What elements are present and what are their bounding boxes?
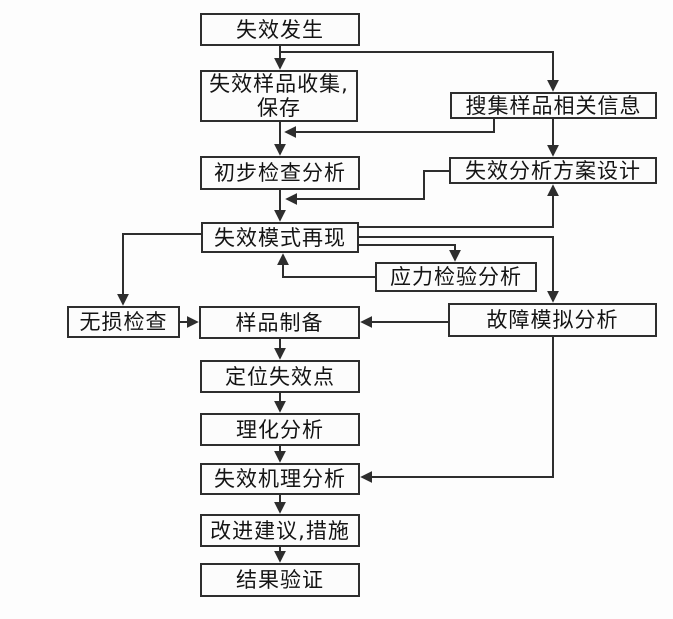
connector-failure-mode-reproduction-to-analysis-plan-design bbox=[359, 184, 559, 228]
node-fault-simulation-analysis: 故障模拟分析 bbox=[448, 303, 657, 337]
node-collect-sample-info: 搜集样品相关信息 bbox=[450, 92, 657, 119]
node-stress-test-analysis: 应力检验分析 bbox=[375, 262, 537, 292]
node-physicochemical-analysis: 理化分析 bbox=[200, 413, 360, 446]
node-label: 失效分析方案设计 bbox=[465, 158, 641, 183]
node-label: 初步检查分析 bbox=[214, 161, 346, 185]
connector-collect-sample-info-to-preliminary-inspection bbox=[284, 119, 495, 138]
node-label: 理化分析 bbox=[236, 417, 324, 442]
node-label: 失效样品收集, bbox=[209, 72, 349, 96]
node-preliminary-inspection: 初步检查分析 bbox=[200, 156, 360, 190]
node-analysis-plan-design: 失效分析方案设计 bbox=[449, 157, 657, 184]
node-label-line2: 保存 bbox=[257, 96, 301, 120]
node-label: 故障模拟分析 bbox=[486, 308, 619, 332]
node-failure-mode-reproduction: 失效模式再现 bbox=[201, 222, 359, 253]
connector-failure-mode-reproduction-to-nondestructive-inspection bbox=[117, 233, 201, 306]
connector-fault-simulation-to-failure-mechanism bbox=[360, 337, 554, 483]
connector-stress-test-to-failure-mode-reproduction bbox=[277, 253, 375, 278]
node-label: 失效机理分析 bbox=[214, 467, 346, 491]
node-label: 应力检验分析 bbox=[390, 265, 522, 289]
node-label: 改进建议,措施 bbox=[210, 518, 350, 543]
node-nondestructive-inspection: 无损检查 bbox=[67, 306, 180, 338]
connector-failure-mode-reproduction-to-stress-test bbox=[359, 244, 461, 262]
node-label: 失效模式再现 bbox=[214, 225, 346, 250]
node-failure-occurs: 失效发生 bbox=[200, 13, 360, 46]
node-locate-failure-point: 定位失效点 bbox=[200, 360, 360, 393]
node-failure-mechanism-analysis: 失效机理分析 bbox=[200, 463, 360, 495]
node-sample-preparation: 样品制备 bbox=[199, 306, 360, 339]
node-label: 搜集样品相关信息 bbox=[465, 93, 642, 118]
node-sample-collection: 失效样品收集, 保存 bbox=[200, 70, 358, 122]
node-label: 结果验证 bbox=[236, 568, 324, 592]
node-result-verification: 结果验证 bbox=[200, 563, 360, 597]
node-label: 定位失效点 bbox=[225, 364, 335, 389]
connector-failure-occurs-to-collect-sample-info bbox=[280, 51, 559, 92]
connector-failure-mode-reproduction-to-fault-simulation bbox=[359, 236, 559, 303]
connector-analysis-plan-design-to-failure-mode-reproduction bbox=[285, 170, 449, 205]
node-label: 样品制备 bbox=[235, 310, 324, 335]
node-label: 失效发生 bbox=[236, 17, 324, 42]
node-label: 无损检查 bbox=[79, 310, 168, 334]
node-improvement-suggestions: 改进建议,措施 bbox=[200, 514, 360, 547]
